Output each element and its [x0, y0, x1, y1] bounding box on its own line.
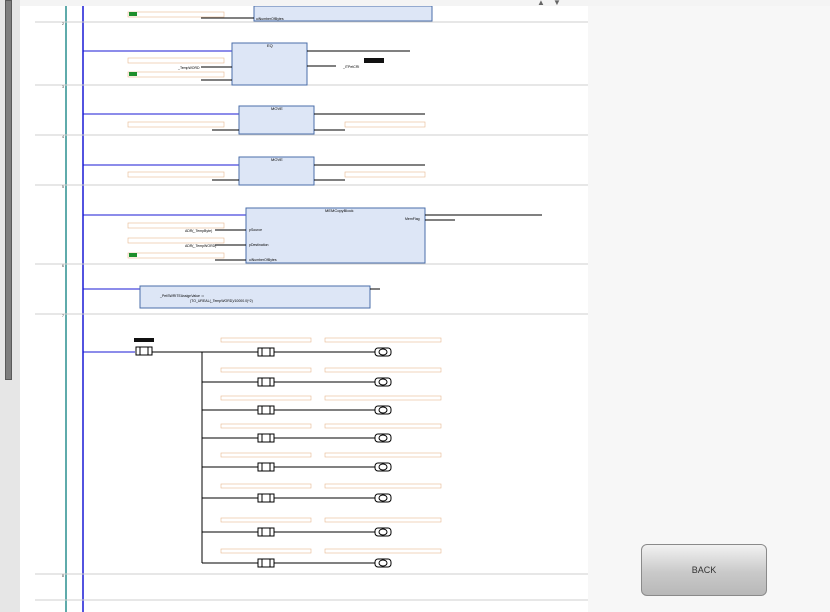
contact-coil-row[interactable]: [202, 367, 442, 387]
contact-coil-row[interactable]: [202, 395, 442, 415]
side-panel: [588, 6, 830, 612]
memcopy-psource: pSource: [249, 228, 262, 232]
rung-number: 8: [62, 574, 64, 578]
dst-label: ADR(_TempWORD): [185, 244, 216, 248]
contact[interactable]: [257, 558, 275, 568]
memcopy-bytes: uiNumberOfBytes: [249, 258, 277, 262]
coil[interactable]: [374, 527, 392, 537]
vertical-scrollbar[interactable]: [0, 0, 21, 612]
move-block-1[interactable]: [238, 105, 315, 135]
bytes-top-label: uiNumberOfBytes: [256, 17, 284, 21]
chevron-up-icon[interactable]: ▲: [537, 0, 545, 7]
coil[interactable]: [374, 377, 392, 387]
main-contact[interactable]: [135, 346, 153, 356]
contact-coil-row[interactable]: [202, 452, 442, 472]
memcopy-title: MEMCopyBlock: [325, 208, 353, 213]
contact[interactable]: [257, 462, 275, 472]
coil[interactable]: [374, 433, 392, 443]
contact[interactable]: [257, 433, 275, 443]
temp-word-label: _TempWORD: [177, 66, 200, 70]
src-label: ADR(_TempByte): [185, 229, 212, 233]
memcopy-block[interactable]: [245, 207, 426, 264]
eq-title: EQ: [267, 43, 273, 48]
rung-number: 2: [62, 22, 64, 26]
move-block-2[interactable]: [238, 156, 315, 186]
contact-coil-row[interactable]: [202, 517, 442, 537]
contact[interactable]: [257, 377, 275, 387]
move-title-1: MOVE: [271, 106, 283, 111]
back-button[interactable]: BACK: [641, 544, 767, 596]
coil[interactable]: [374, 558, 392, 568]
coil[interactable]: [374, 493, 392, 503]
write-block[interactable]: [139, 285, 371, 309]
memcopy-pdest: pDestination: [249, 243, 269, 247]
eq-output-label: _ITPetCRI: [342, 65, 359, 69]
contact[interactable]: [257, 405, 275, 415]
contact-coil-row[interactable]: [202, 337, 442, 357]
contact-coil-row[interactable]: [202, 423, 442, 443]
rung-number: 4: [62, 135, 64, 139]
contact[interactable]: [257, 493, 275, 503]
rung-number: 7: [62, 314, 64, 318]
coil[interactable]: [374, 462, 392, 472]
contact[interactable]: [257, 527, 275, 537]
scrollbar-thumb[interactable]: [5, 0, 12, 380]
contact-coil-row[interactable]: [202, 483, 442, 503]
write-arg2: (TO_UREAL(_TempWORD)/10000.0)*2): [190, 299, 253, 303]
rung-number: 6: [62, 264, 64, 268]
memcopy-ret: MemFlag: [405, 217, 420, 221]
contact-coil-row[interactable]: [202, 548, 442, 568]
ladder-editor: 2 3 4 5 6 7 8 uiNumberOfBytes EQ _TempWORD _IT…: [20, 6, 588, 612]
write-arg1: _PetSWRITEAssignValue :=: [159, 294, 204, 298]
contact[interactable]: [257, 347, 275, 357]
move-title-2: MOVE: [271, 157, 283, 162]
coil[interactable]: [374, 405, 392, 415]
rung-number: 5: [62, 185, 64, 189]
chevron-down-icon[interactable]: ▼: [553, 0, 561, 7]
back-button-label: BACK: [691, 565, 717, 575]
rung-number: 3: [62, 85, 64, 89]
eq-block[interactable]: [231, 42, 308, 86]
coil[interactable]: [374, 347, 392, 357]
